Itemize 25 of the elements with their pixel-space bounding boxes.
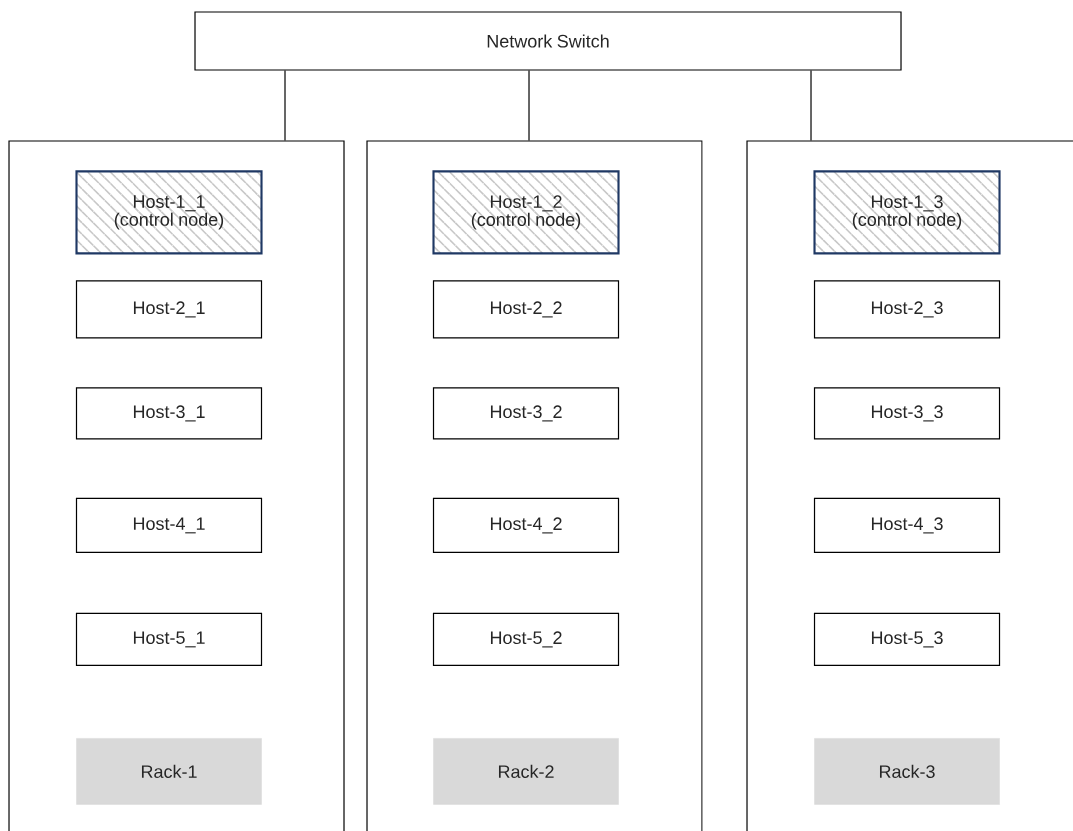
host-box: Host-4_2: [432, 497, 620, 553]
rack-label-box: Rack-1: [76, 738, 262, 805]
host-box: Host-4_3: [813, 497, 1001, 553]
connector-line: [284, 70, 286, 141]
rack-panel: [746, 140, 1073, 831]
host-box: Host-5_2: [432, 612, 620, 666]
host-box: Host-3_3: [813, 387, 1001, 440]
host-box: Host-5_3: [813, 612, 1001, 666]
control-node-box: Host-1_1 (control node): [75, 170, 263, 255]
connector-line: [810, 70, 812, 141]
control-node-box: Host-1_3 (control node): [813, 170, 1001, 255]
host-box: Host-3_2: [432, 387, 620, 440]
connector-line: [528, 70, 530, 141]
rack-label-box: Rack-2: [433, 738, 619, 805]
host-box: Host-2_3: [813, 280, 1001, 339]
host-box: Host-4_1: [75, 497, 263, 553]
rack-label-box: Rack-3: [814, 738, 1000, 805]
host-box: Host-2_2: [432, 280, 620, 339]
host-box: Host-5_1: [75, 612, 263, 666]
rack-panel: [8, 140, 345, 831]
host-box: Host-2_1: [75, 280, 263, 339]
control-node-box: Host-1_2 (control node): [432, 170, 620, 255]
rack-panel: [366, 140, 703, 831]
network-switch-box: Network Switch: [194, 11, 902, 71]
host-box: Host-3_1: [75, 387, 263, 440]
